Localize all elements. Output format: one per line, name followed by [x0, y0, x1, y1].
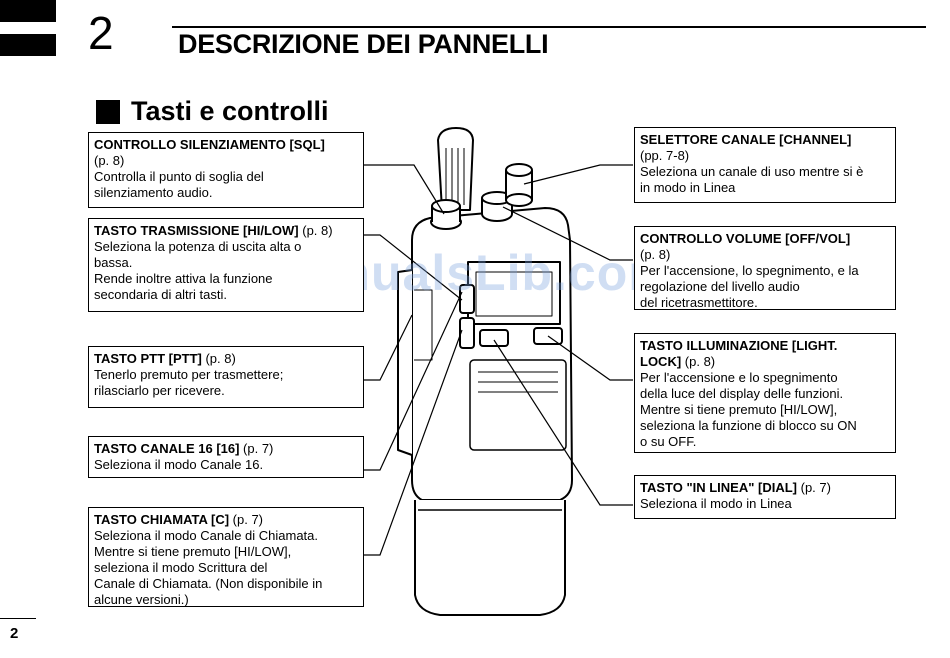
callout-call: TASTO CHIAMATA [C] (p. 7) Seleziona il m…	[88, 507, 364, 607]
callout-dial-ref: (p. 7)	[797, 480, 831, 495]
page-number: 2	[10, 625, 19, 642]
callout-sql: CONTROLLO SILENZIAMENTO [SQL] (p. 8) Con…	[88, 132, 364, 208]
callout-volume-title: CONTROLLO VOLUME [OFF/VOL]	[640, 231, 851, 246]
callout-hilow-line: bassa.	[94, 255, 133, 270]
callout-volume-line: (p. 8)	[640, 247, 671, 262]
callout-light: TASTO ILLUMINAZIONE [LIGHT. LOCK] (p. 8)…	[634, 333, 896, 453]
callout-hilow-title: TASTO TRASMISSIONE [HI/LOW]	[94, 223, 299, 238]
callout-call-ref: (p. 7)	[229, 512, 264, 527]
chapter-tab-top	[0, 0, 56, 22]
callout-call-line: Seleziona il modo Canale di Chiamata.	[94, 528, 319, 543]
callout-dial-title: TASTO "IN LINEA" [DIAL]	[640, 480, 798, 495]
callout-channel: SELETTORE CANALE [CHANNEL] (pp. 7-8) Sel…	[634, 127, 896, 203]
callout-ptt-title: TASTO PTT [PTT]	[94, 351, 202, 366]
callout-light-line: Per l'accensione e lo spegnimento	[640, 370, 838, 385]
callout-volume: CONTROLLO VOLUME [OFF/VOL] (p. 8) Per l'…	[634, 226, 896, 310]
header-rule	[172, 26, 926, 28]
chapter-title: DESCRIZIONE DEI PANNELLI	[178, 29, 549, 59]
callout-ptt: TASTO PTT [PTT] (p. 8) Tenerlo premuto p…	[88, 346, 364, 408]
callout-channel-line: in modo in Linea	[640, 180, 736, 195]
callout-ch16: TASTO CANALE 16 [16] (p. 7) Seleziona il…	[88, 436, 364, 478]
callout-call-line: Mentre si tiene premuto [HI/LOW],	[94, 544, 292, 559]
callout-ch16-title: TASTO CANALE 16 [16]	[94, 441, 240, 456]
section-square-icon	[96, 100, 120, 124]
chapter-tab-bottom	[0, 34, 56, 56]
callout-sql-title: CONTROLLO SILENZIAMENTO [SQL]	[94, 137, 325, 152]
callout-light-title2: LOCK]	[640, 354, 682, 369]
chapter-number: 2	[88, 7, 114, 59]
callout-channel-line: (pp. 7-8)	[640, 148, 690, 163]
callout-hilow-line: Rende inoltre attiva la funzione	[94, 271, 273, 286]
section-title: Tasti e controlli	[131, 96, 329, 126]
callout-volume-line: regolazione del livello audio	[640, 279, 800, 294]
callout-ch16-line: Seleziona il modo Canale 16.	[94, 457, 264, 472]
callout-ptt-ref: (p. 8)	[201, 351, 236, 366]
callout-light-title: TASTO ILLUMINAZIONE [LIGHT.	[640, 338, 838, 353]
callout-volume-line: del ricetrasmettitore.	[640, 295, 758, 310]
callout-call-title: TASTO CHIAMATA [C]	[94, 512, 230, 527]
callout-channel-title: SELETTORE CANALE [CHANNEL]	[640, 132, 852, 147]
callout-call-line: seleziona il modo Scrittura del	[94, 560, 268, 575]
callout-sql-line: silenziamento audio.	[94, 185, 213, 200]
footer-rule	[0, 618, 36, 619]
callout-light-ref: (p. 8)	[681, 354, 716, 369]
callout-ptt-line: Tenerlo premuto per trasmettere;	[94, 367, 284, 382]
callout-sql-line: Controlla il punto di soglia del	[94, 169, 264, 184]
callout-hilow-line: Seleziona la potenza di uscita alta o	[94, 239, 302, 254]
callout-dial-line: Seleziona il modo in Linea	[640, 496, 792, 511]
callout-light-line: seleziona la funzione di blocco su ON	[640, 418, 857, 433]
callout-ch16-ref: (p. 7)	[239, 441, 274, 456]
callout-call-line: Canale di Chiamata. (Non disponibile in	[94, 576, 323, 591]
callout-hilow-line: secondaria di altri tasti.	[94, 287, 227, 302]
callout-light-line: Mentre si tiene premuto [HI/LOW],	[640, 402, 838, 417]
callout-hilow: TASTO TRASMISSIONE [HI/LOW] (p. 8) Selez…	[88, 218, 364, 312]
callout-hilow-ref: (p. 8)	[298, 223, 333, 238]
callout-sql-line: (p. 8)	[94, 153, 125, 168]
callout-light-line: della luce del display delle funzioni.	[640, 386, 844, 401]
callout-ptt-line: rilasciarlo per ricevere.	[94, 383, 225, 398]
callout-dial: TASTO "IN LINEA" [DIAL] (p. 7) Seleziona…	[634, 475, 896, 519]
callout-channel-line: Seleziona un canale di uso mentre si è	[640, 164, 864, 179]
callout-volume-line: Per l'accensione, lo spegnimento, e la	[640, 263, 859, 278]
callout-call-line: alcune versioni.)	[94, 592, 189, 607]
callout-light-line: o su OFF.	[640, 434, 697, 449]
